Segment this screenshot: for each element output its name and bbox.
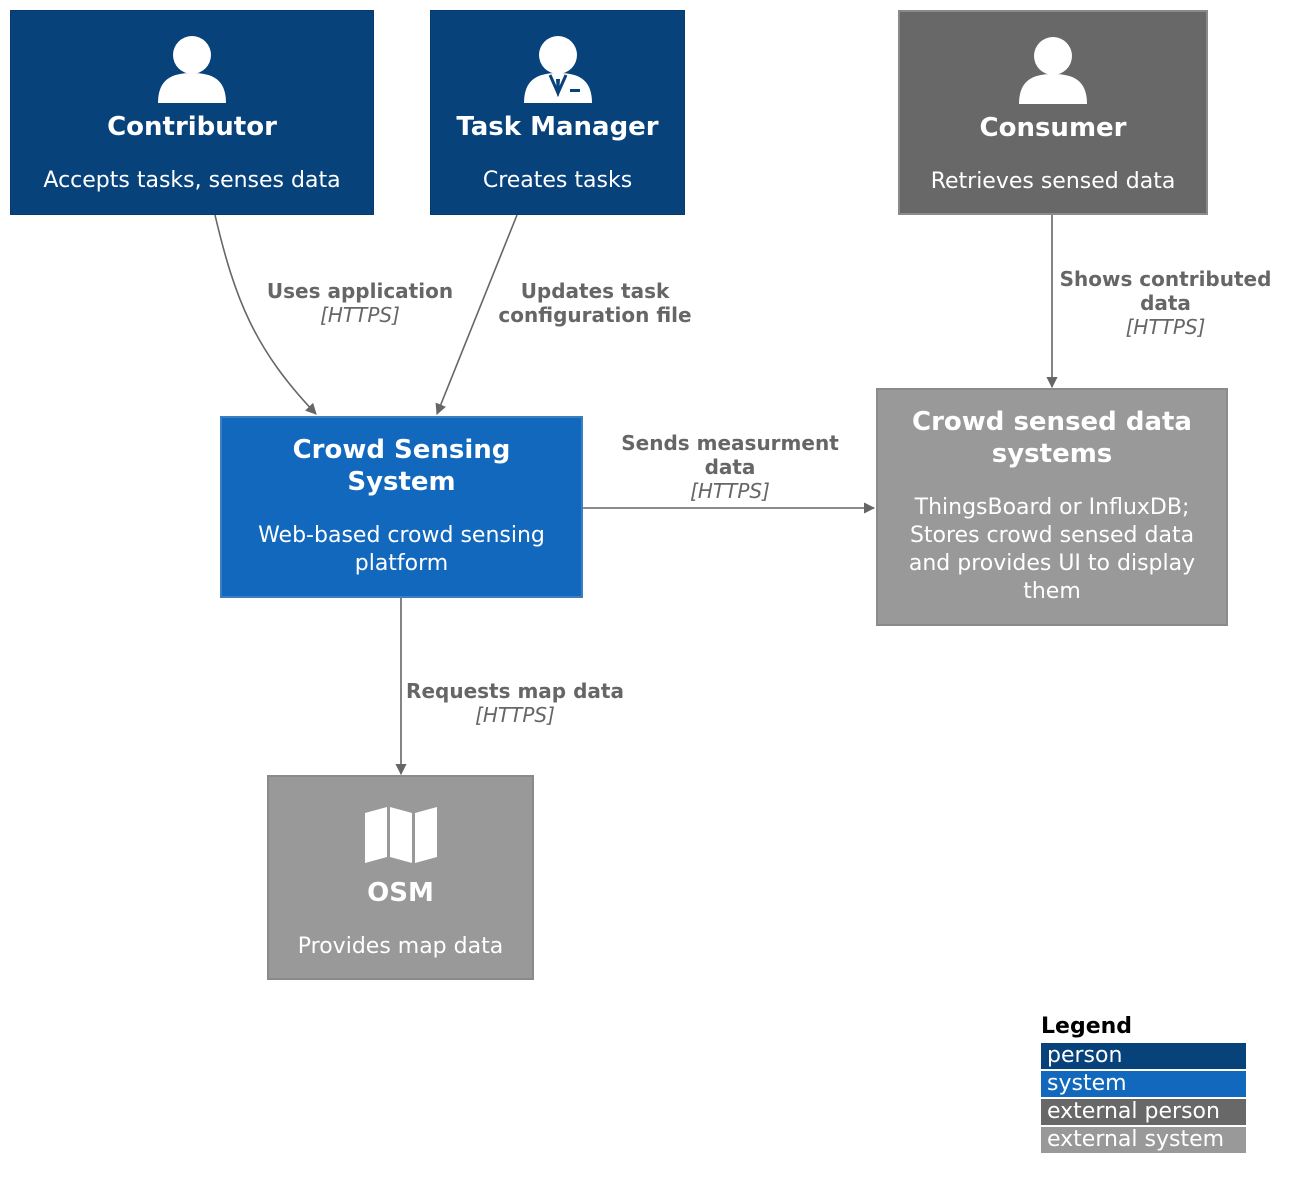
edge-label-text: Updates task configuration file <box>498 279 692 327</box>
legend-item-external-system: external system <box>1041 1127 1246 1153</box>
edge-label-sends-data: Sends measurment data [HTTPS] <box>615 431 845 503</box>
edge-label-uses-application: Uses application [HTTPS] <box>255 279 465 327</box>
osm-title: OSM <box>367 878 434 908</box>
crowd-sensing-system-box[interactable]: Crowd Sensing System Web-based crowd sen… <box>220 416 583 598</box>
osm-box[interactable]: OSM Provides map data <box>267 775 534 980</box>
edge-label-requests-map: Requests map data [HTTPS] <box>400 679 630 727</box>
task-manager-box[interactable]: Task Manager Creates tasks <box>430 10 685 215</box>
map-icon <box>364 807 437 863</box>
legend-item-person: person <box>1041 1043 1246 1069</box>
edge-label-text: Uses application <box>266 279 454 303</box>
edge-label-tech: [HTTPS] <box>475 703 555 727</box>
task-manager-title: Task Manager <box>456 112 659 142</box>
edge-label-text: Sends measurment data <box>621 431 839 479</box>
consumer-title: Consumer <box>979 113 1127 143</box>
consumer-desc: Retrieves sensed data <box>930 169 1176 194</box>
legend-item-external-person: external person <box>1041 1099 1246 1125</box>
contributor-title: Contributor <box>107 112 277 142</box>
edge-uses-application <box>214 214 317 415</box>
legend-title: Legend <box>1041 1014 1133 1039</box>
person-icon <box>158 36 226 103</box>
edge-label-text: Shows contributed data <box>1059 267 1272 315</box>
edge-label-text: Requests map data <box>406 679 624 703</box>
legend: Legend person system external person ext… <box>1041 1013 1246 1153</box>
person-icon <box>1019 37 1087 104</box>
edge-label-tech: [HTTPS] <box>320 303 400 327</box>
osm-desc: Provides map data <box>297 934 504 959</box>
contributor-desc: Accepts tasks, senses data <box>43 168 341 193</box>
edge-updates-task <box>435 214 518 416</box>
manager-icon <box>523 36 592 103</box>
data-systems-desc: ThingsBoard or InfluxDB; Stores crowd se… <box>908 495 1196 604</box>
data-systems-box[interactable]: Crowd sensed data systems ThingsBoard or… <box>876 388 1228 626</box>
edge-label-shows-data: Shows contributed data [HTTPS] <box>1053 267 1278 339</box>
crowd-sensing-title: Crowd Sensing System <box>292 435 511 497</box>
consumer-box[interactable]: Consumer Retrieves sensed data <box>898 10 1208 215</box>
edge-label-updates-task: Updates task configuration file <box>490 279 700 327</box>
contributor-box[interactable]: Contributor Accepts tasks, senses data <box>10 10 374 215</box>
edge-label-tech: [HTTPS] <box>1125 315 1206 339</box>
edge-label-tech: [HTTPS] <box>690 479 770 503</box>
data-systems-title: Crowd sensed data systems <box>912 407 1192 469</box>
legend-item-system: system <box>1041 1071 1246 1097</box>
crowd-sensing-desc: Web-based crowd sensing platform <box>258 523 545 576</box>
task-manager-desc: Creates tasks <box>482 168 633 193</box>
